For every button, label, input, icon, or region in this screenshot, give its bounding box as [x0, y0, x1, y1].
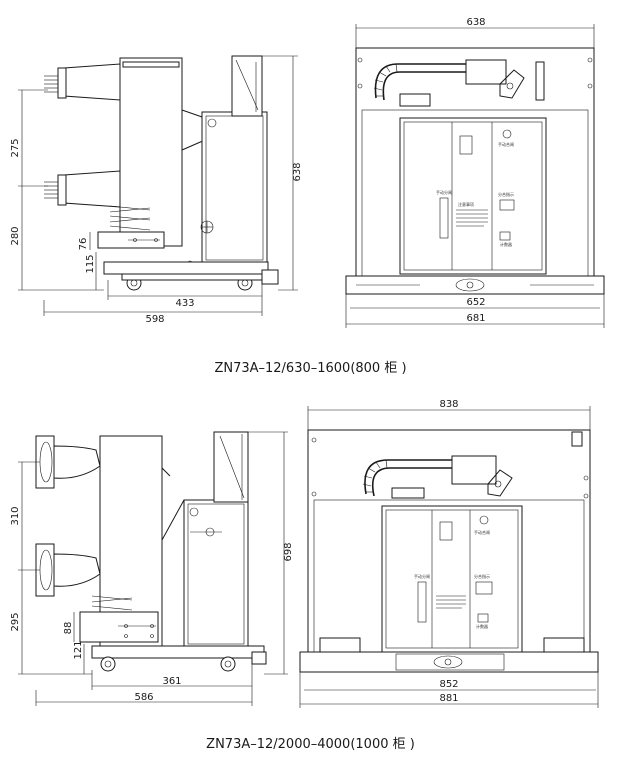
- dim-76: 76: [78, 238, 89, 251]
- dim2-front-width: 838: [439, 399, 458, 410]
- dim-base-width: 681: [466, 313, 485, 324]
- diagram1-front-view: 手动分闸 手动合闸 分合指示 计数器 注意事项 638 652 681: [345, 17, 605, 328]
- diagram2-caption: ZN73A–12/2000–4000(1000 柜 ): [206, 737, 415, 752]
- panel2-indicator-label: 分合指示: [474, 573, 490, 579]
- dim2-121: 121: [73, 640, 84, 659]
- dim-115: 115: [85, 254, 96, 273]
- panel1-warning-label: 注意事项: [458, 201, 474, 207]
- dim-rail-width: 652: [466, 297, 485, 308]
- panel1-manual-close-label: 手动合闸: [498, 141, 514, 147]
- dim2-rail-width: 852: [439, 679, 458, 690]
- panel1-indicator-label: 分合指示: [498, 191, 514, 197]
- dim-total-height: 638: [292, 162, 303, 181]
- panel2-manual-close-label: 手动合闸: [474, 529, 490, 535]
- dim2-base-width: 881: [439, 693, 458, 704]
- dim-width: 598: [145, 314, 164, 325]
- diagram1-caption: ZN73A–12/630–1600(800 柜 ): [214, 361, 407, 376]
- dim2-depth: 361: [162, 676, 181, 687]
- panel1-counter-label: 计数器: [500, 241, 512, 247]
- dim2-total-height: 698: [283, 542, 294, 561]
- dim-depth: 433: [175, 298, 194, 309]
- panel1-manual-open-label: 手动分闸: [436, 189, 452, 195]
- dim2-height-lower: 295: [10, 612, 21, 631]
- dim-height-upper: 275: [10, 138, 21, 157]
- diagram1-side-view: 275 280 638 76 115 433 598: [10, 55, 303, 325]
- dim2-height-upper: 310: [10, 506, 21, 525]
- dim-front-width: 638: [466, 17, 485, 28]
- dim2-88: 88: [63, 622, 74, 635]
- diagram2-side-view: 310 295 698 88 121 361 586: [10, 431, 294, 706]
- panel2-manual-open-label: 手动分闸: [414, 573, 430, 579]
- dim2-width: 586: [134, 692, 153, 703]
- dim-height-lower: 280: [10, 226, 21, 245]
- diagram2-front-view: 手动分闸 手动合闸 分合指示 计数器 838 852 881: [299, 399, 599, 708]
- panel2-counter-label: 计数器: [476, 623, 488, 629]
